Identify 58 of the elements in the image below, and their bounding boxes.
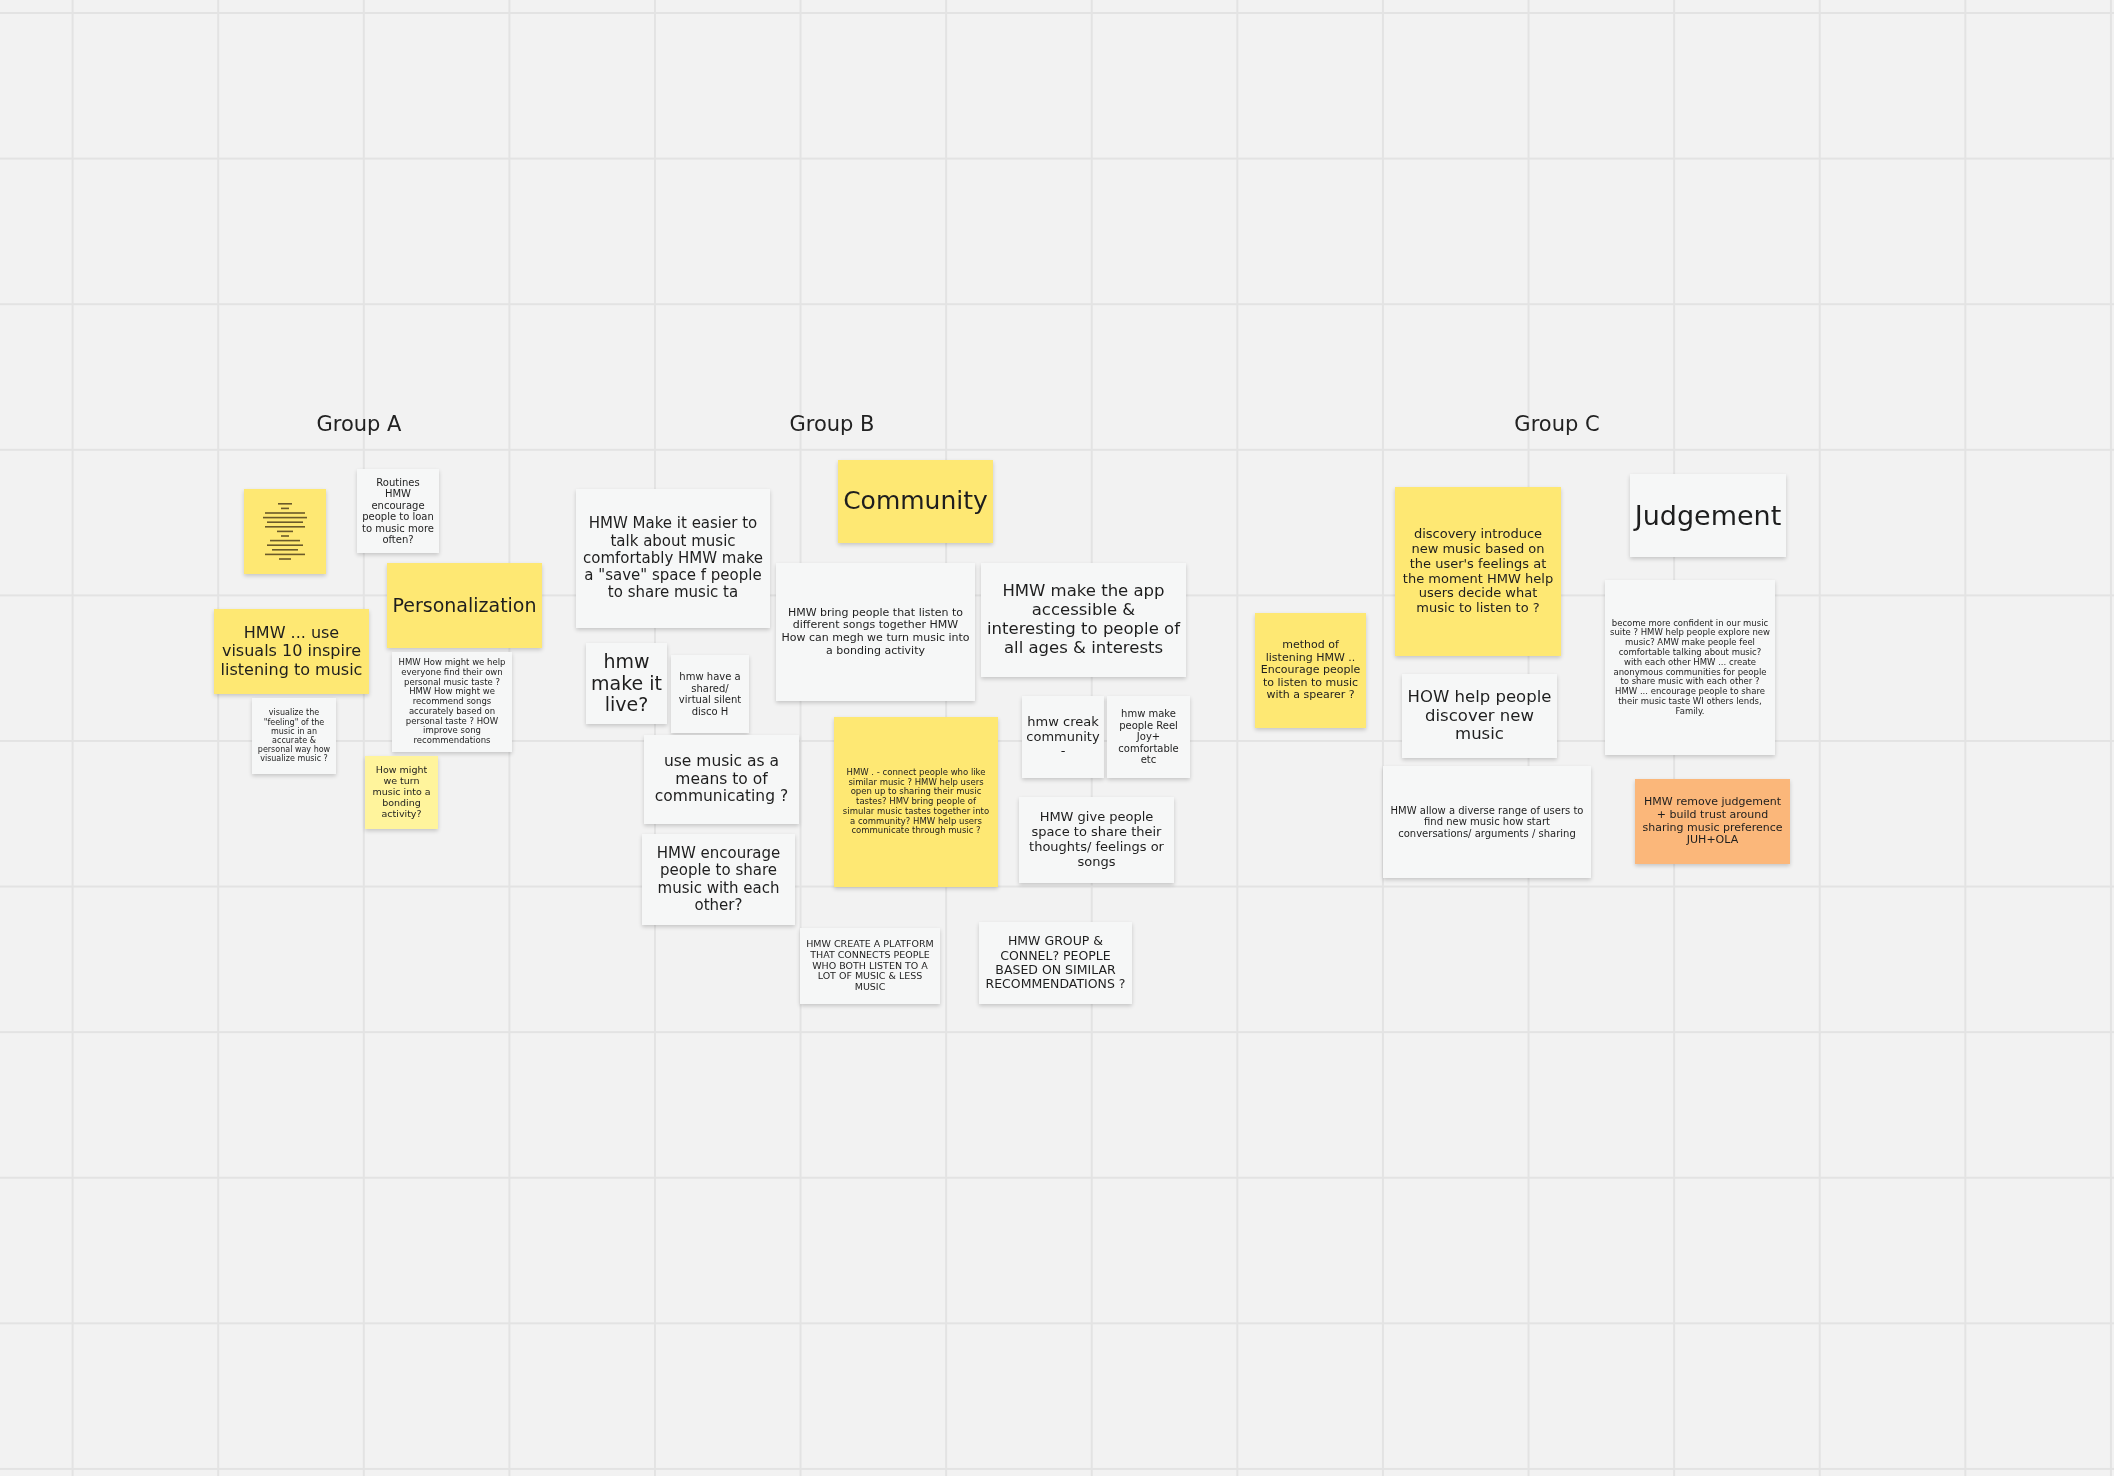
note-text: HOW help people discover new music <box>1407 687 1552 745</box>
note-text: Community <box>843 487 988 516</box>
sticky-note <box>642 834 795 925</box>
sticky-note <box>214 609 369 694</box>
group-heading: Group C <box>1514 412 1600 436</box>
sticky-note <box>252 698 336 774</box>
group-heading: Group B <box>789 412 875 436</box>
sticky-note <box>1395 487 1561 656</box>
note-text: HMW . - connect people who like similar music ? HMW help users open up to sharing their music tastes? HMV bring people of simular music tastes together into a community? HMW help users communicate through music ? <box>841 767 991 837</box>
sticky-note <box>1605 580 1775 755</box>
note-text: discovery introduce new music based on the user's feelings at the moment HMW help users decide what music to listen to ? <box>1401 526 1555 617</box>
note-text: Personalization <box>392 594 537 617</box>
sticky-note <box>392 652 512 752</box>
note-text: hmw make it live? <box>591 650 662 717</box>
note-text: visualize the "feeling" of the music in an accurate & personal way how visualize music ? <box>257 708 331 764</box>
sticky-note <box>1019 797 1174 883</box>
sticky-note <box>387 563 542 648</box>
sticky-note <box>981 563 1186 677</box>
note-text: method of listening HMW .. Encourage people to listen to music with a spearer ? <box>1260 638 1361 703</box>
note-text: HMW ... use visuals 10 inspire listening to music <box>219 623 364 680</box>
sticky-note <box>1022 696 1104 778</box>
sticky-note <box>979 922 1132 1004</box>
note-text: HMW How might we help everyone find their own personal music taste ? HMW How might we recommend songs accurately based on personal taste ? HOW improve song recommendations <box>397 658 507 746</box>
note-text: HMW GROUP & CONNEL? PEOPLE BASED ON SIMILAR RECOMMENDATIONS ? <box>984 934 1127 992</box>
sticky-note <box>1107 696 1190 778</box>
note-text: HMW encourage people to share music with each other? <box>655 845 782 914</box>
note-text: hmw have a shared/ virtual silent disco H <box>677 671 743 717</box>
sticky-note <box>365 756 438 829</box>
sticky-note <box>1630 474 1786 557</box>
sticky-note <box>576 489 770 628</box>
sticky-note <box>671 655 749 733</box>
note-text: HMW CREATE A PLATFORM THAT CONNECTS PEOPLE WHO BOTH LISTEN TO A LOT OF MUSIC & LESS MUSIC <box>805 938 935 994</box>
sticky-note <box>1383 766 1591 878</box>
note-text: How might we turn music into a bonding activity? <box>371 765 432 820</box>
note-text: HMW give people space to share their thoughts/ feelings or songs <box>1028 810 1165 870</box>
sticky-note <box>800 928 940 1004</box>
sticky-note <box>1635 779 1790 864</box>
sticky-note <box>644 735 799 824</box>
sticky-note <box>1255 613 1366 728</box>
sticky-note <box>776 563 975 701</box>
note-text: Judgement <box>1634 499 1782 531</box>
note-text: HMW bring people that listen to different songs together HMW How can megh we turn music into a bonding activity <box>781 606 970 658</box>
note-text: use music as a means to of communicating ? <box>653 752 790 807</box>
group-heading: Group A <box>316 412 402 436</box>
note-text: become more confident in our music suite ? HMW help people explore new music? AMW make people feel comfortable talking about music? with each other HMW ... create anonymous communities for people to share music with each other ? HMW ... encourage people to share their music taste WI others lends, Family. <box>1610 618 1770 717</box>
sticky-note <box>357 469 439 553</box>
note-text: HMW make the app accessible & interesting to people of all ages & interests <box>986 582 1181 658</box>
sticky-note <box>586 643 667 724</box>
sticky-note <box>838 460 993 543</box>
note-text: hmw creak community - <box>1026 714 1100 760</box>
note-text: Routines HMW encourage people to loan to music more often? <box>362 476 434 546</box>
note-text: HMW remove judgement + build trust around sharing music preference JUH+OLA <box>1641 796 1784 847</box>
note-text: HMW allow a diverse range of users to find new music how start conversations/ arguments / sharing <box>1389 804 1585 840</box>
note-text: hmw make people Reel Joy+ comfortable etc <box>1117 708 1180 766</box>
sticky-note <box>1402 674 1557 758</box>
sticky-note <box>834 717 998 887</box>
note-text: HMW Make it easier to talk about music comfortably HMW make a "save" space f people to share music ta <box>581 515 765 602</box>
sticky-note <box>244 489 326 574</box>
